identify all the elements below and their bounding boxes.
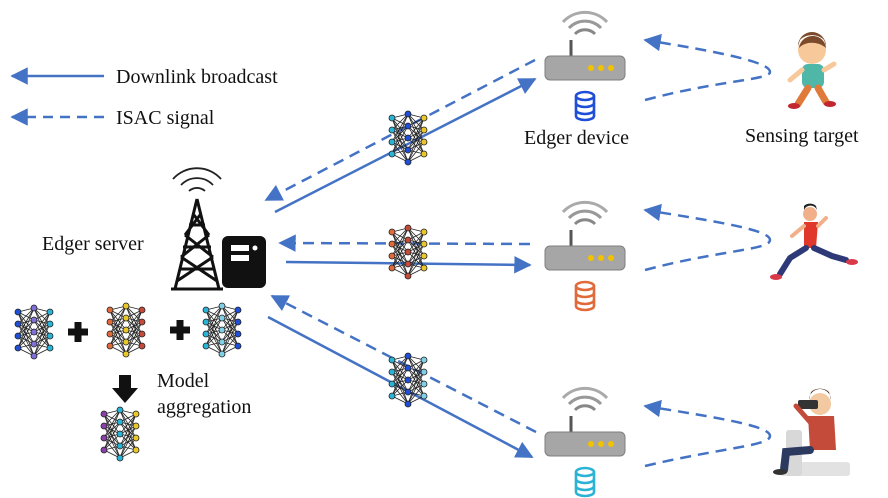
edge-device-top [543,10,627,122]
local-models: Model aggregation [14,302,251,462]
person-seated-vr-icon [773,388,850,476]
down-arrow-icon [112,375,138,403]
neural-network-icon [388,110,428,166]
aggregation-label-line1: Model [157,370,210,392]
sensing-loop-bottom [643,399,772,468]
neural-network-icon [388,352,428,408]
sensing-loop-middle [643,203,772,272]
isac-bottom [270,294,537,434]
router-icon [543,10,627,82]
edge-device-bottom [543,386,627,498]
isac-middle [278,234,531,252]
downlink-bottom [267,315,534,459]
router-icon [543,200,627,272]
server-computer-icon [222,236,266,288]
links [264,58,537,459]
neural-network-icon [106,302,146,358]
isac-top [264,58,536,202]
neural-network-icon [388,224,428,280]
edge-device-middle [543,200,627,312]
database-icon [574,280,596,312]
database-icon [574,466,596,498]
legend-solid-label: Downlink broadcast [116,66,278,88]
target-label: Sensing target [745,125,859,147]
plus-icon [170,320,190,340]
tower-icon [171,167,223,291]
person-walking-icon [787,32,837,109]
person-running-icon [770,203,858,280]
database-icon [574,90,596,122]
neural-network-icon [100,406,140,462]
server-label: Edger server [42,233,144,255]
sensing-loop-top [643,33,772,102]
sensing-loops [643,33,772,468]
neural-network-icon [14,304,54,360]
downlink-top [274,77,537,214]
aggregation-label-line2: aggregation [157,396,251,418]
plus-icon [68,322,88,342]
neural-network-icon [202,302,242,358]
legend: Downlink broadcast ISAC signal [10,66,278,129]
device-label: Edger device [524,127,629,149]
edge-server: Edger server [42,167,266,291]
legend-dashed-label: ISAC signal [116,107,215,129]
router-icon [543,386,627,458]
